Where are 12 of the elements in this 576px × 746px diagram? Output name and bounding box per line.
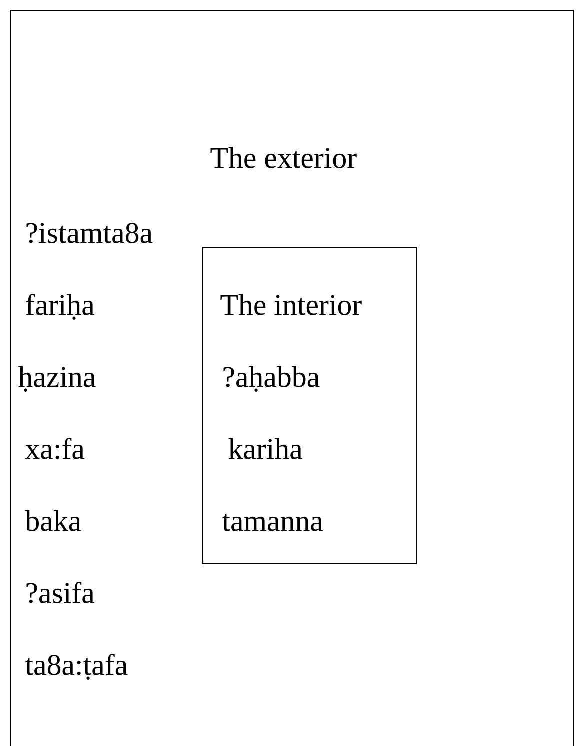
box-heading: The interior <box>220 294 362 316</box>
word-label: tamanna <box>222 514 324 532</box>
word-label: ?asifa <box>26 582 94 604</box>
word-label: ḥazina <box>18 366 96 392</box>
word-label: ?istamta8a <box>26 223 153 244</box>
word-label: xa:fa <box>25 438 85 460</box>
word-label: fariḥa <box>26 294 94 320</box>
word-label: baka <box>25 510 82 532</box>
word-label: ta8a:ṭafa <box>26 654 128 680</box>
word-label: kariha <box>228 438 302 460</box>
word-label: ?aḥabba <box>224 366 320 392</box>
box-heading: The exterior <box>210 147 357 168</box>
